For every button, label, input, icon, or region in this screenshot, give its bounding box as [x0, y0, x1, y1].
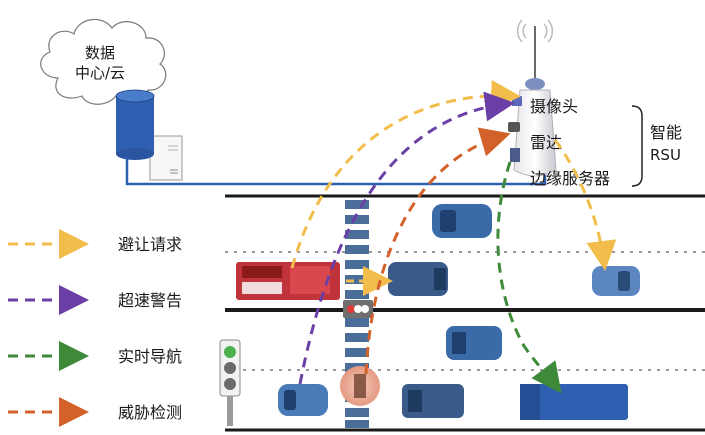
traffic-light-icon — [219, 339, 241, 426]
pedestrian-icon — [340, 366, 380, 406]
cloud-icon — [40, 18, 167, 105]
rsu-tower-icon — [508, 19, 557, 177]
rsu-bracket — [631, 105, 643, 187]
legend-avoid-request: 避让请求 — [118, 235, 182, 254]
legend-speeding-warning: 超速警告 — [118, 291, 182, 310]
vehicle-truck — [520, 384, 628, 420]
rsu-component-edge-server: 边缘服务器 — [530, 169, 610, 188]
rsu-title-1: 智能 — [650, 123, 682, 142]
rsu-component-radar: 雷达 — [530, 133, 562, 152]
vehicle-car-4 — [446, 326, 502, 360]
legend-navigation: 实时导航 — [118, 347, 182, 366]
flow-avoid-request-down — [553, 139, 617, 271]
database-icon — [115, 89, 155, 160]
flow-threat-detection — [364, 127, 511, 375]
flow-navigation — [496, 161, 562, 394]
cloud-label-2: 中心/云 — [75, 64, 125, 82]
server-icon — [149, 135, 183, 181]
vehicle-car-2 — [388, 262, 448, 296]
vehicle-car-1 — [432, 204, 492, 238]
rsu-title-2: RSU — [650, 146, 681, 164]
flow-speeding-warning — [298, 91, 515, 385]
vehicle-car-5 — [278, 384, 328, 416]
rsu-component-camera: 摄像头 — [530, 97, 578, 116]
vehicle-van — [402, 384, 464, 418]
vehicle-bus — [236, 262, 340, 300]
road-traffic-light — [343, 300, 373, 318]
vehicle-car-3 — [592, 266, 640, 296]
cloud-label-1: 数据 — [85, 44, 115, 62]
network-link — [125, 158, 547, 186]
legend-threat-detection: 威胁检测 — [118, 403, 182, 422]
flow-avoid-request-up — [290, 80, 521, 269]
legend: 避让请求 超速警告 实时导航 威胁检测 — [8, 229, 182, 427]
